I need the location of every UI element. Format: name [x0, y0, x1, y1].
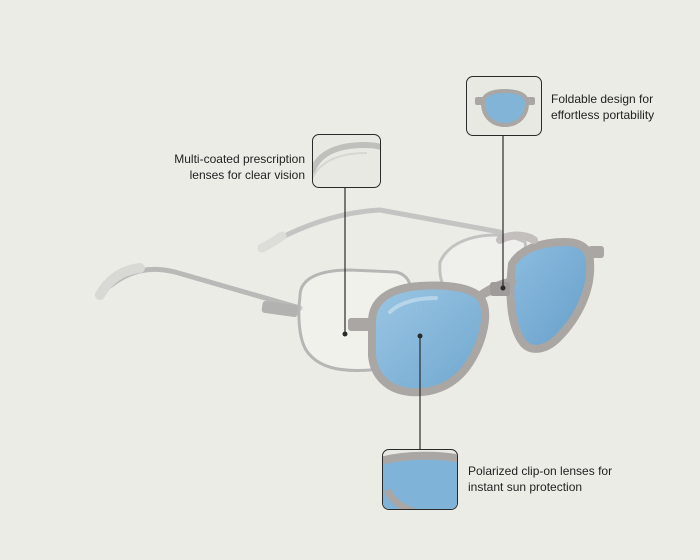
- callout-polarized-line2: instant sun protection: [468, 480, 583, 494]
- prescription-detail-thumbnail: [312, 134, 381, 188]
- callout-prescription-line2: lenses for clear vision: [189, 168, 305, 182]
- callout-foldable-line2: effortless portability: [551, 108, 655, 122]
- callout-prescription: Multi-coated prescription lenses for cle…: [135, 151, 305, 183]
- clip-on-lenses: [348, 231, 604, 397]
- leader-lines: [342, 136, 506, 449]
- callout-polarized: Polarized clip-on lenses for instant sun…: [468, 463, 658, 495]
- callout-prescription-line1: Multi-coated prescription: [174, 152, 305, 166]
- near-temple-arm: [95, 263, 303, 318]
- polarized-detail-thumbnail: [382, 449, 458, 510]
- callout-foldable-line1: Foldable design for: [551, 92, 654, 106]
- callout-polarized-line1: Polarized clip-on lenses for: [468, 464, 613, 478]
- callout-foldable: Foldable design for effortless portabili…: [551, 91, 691, 123]
- far-temple-arm: [257, 207, 503, 253]
- foldable-detail-thumbnail: [466, 76, 542, 136]
